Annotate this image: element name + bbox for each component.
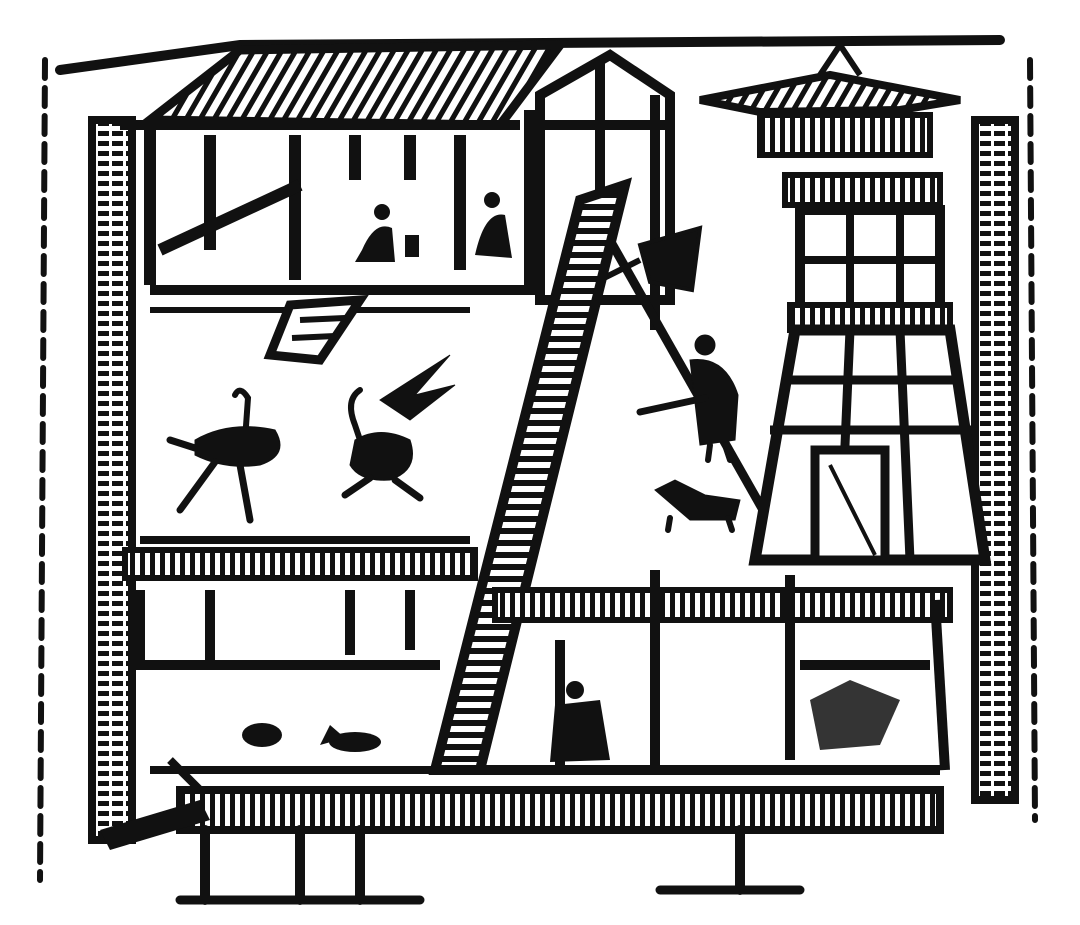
seated-figures xyxy=(355,192,512,262)
right-lower-building xyxy=(480,570,953,775)
small-birds xyxy=(242,723,381,752)
standing-figure-with-staff xyxy=(636,334,739,463)
outer-wall xyxy=(37,35,1038,905)
watchtower xyxy=(699,39,992,566)
crane-right xyxy=(341,354,456,502)
left-lower-building xyxy=(122,547,478,774)
dog xyxy=(654,479,741,533)
upper-hall xyxy=(120,40,570,365)
bottom-left-roof xyxy=(100,757,210,850)
lower-gate-figure xyxy=(550,681,610,762)
crane-left xyxy=(166,387,281,524)
left-courtyard xyxy=(140,354,470,544)
